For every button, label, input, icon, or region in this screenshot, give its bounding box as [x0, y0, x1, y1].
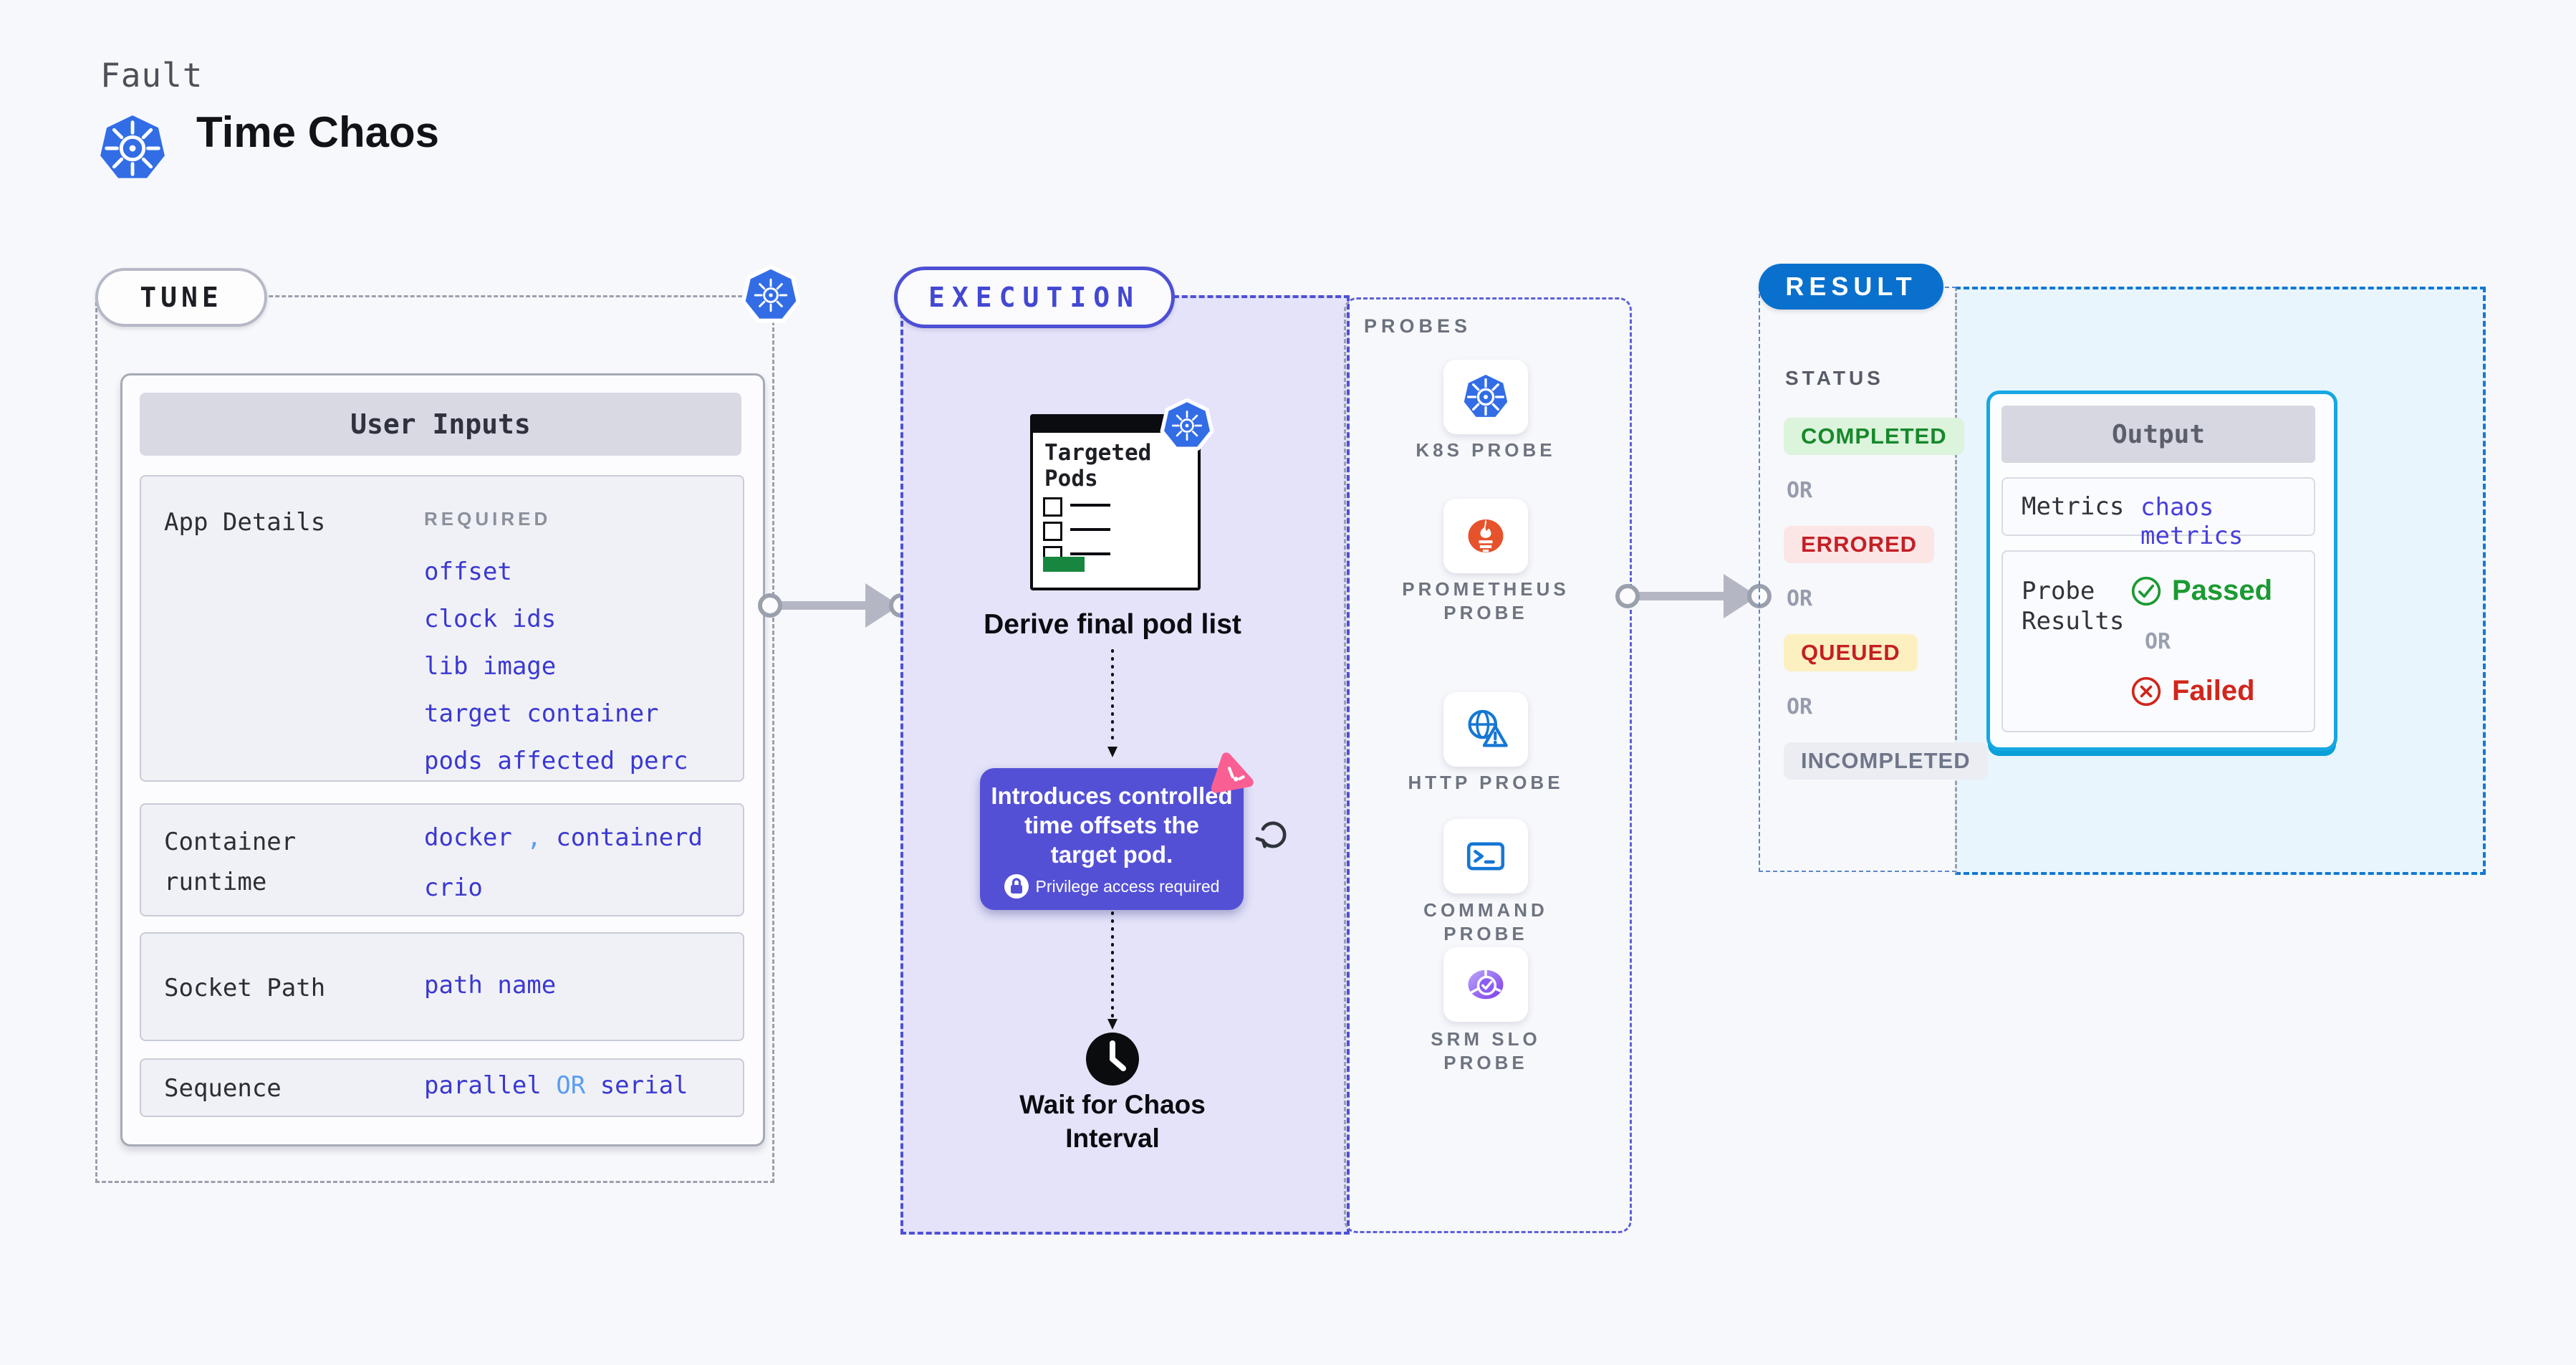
- kubernetes-icon: [741, 265, 801, 325]
- targeted-pods-title: Targeted Pods: [1044, 440, 1152, 492]
- link-serial[interactable]: serial: [600, 1071, 688, 1100]
- check-circle-icon: [2131, 576, 2161, 605]
- probe-http: [1443, 692, 1528, 767]
- litmus-chaos-icon: [1211, 752, 1254, 793]
- metrics-row: Metrics chaos metrics: [2001, 477, 2315, 550]
- link-offset[interactable]: offset: [424, 557, 512, 586]
- output-title: Output: [2001, 406, 2315, 463]
- socket-path-label: Socket Path: [164, 974, 326, 1002]
- clock-icon: [1086, 1033, 1139, 1086]
- probes-panel: [1344, 297, 1632, 1233]
- globe-warning-icon: [1468, 709, 1508, 747]
- flow-connector: [1107, 911, 1118, 1030]
- or-separator: OR: [1787, 478, 1813, 503]
- progress-bar: [1043, 557, 1085, 572]
- socket-path-row: Socket Path path name: [140, 932, 744, 1041]
- pod-line: [1070, 504, 1110, 507]
- tooltip-line: target pod.: [1050, 841, 1173, 868]
- fault-eyebrow: Fault: [100, 56, 203, 95]
- link-docker[interactable]: docker: [424, 823, 512, 852]
- kubernetes-icon: [1160, 398, 1214, 453]
- tune-to-execution-arrow: [758, 583, 913, 628]
- link-containerd[interactable]: containerd: [556, 823, 703, 852]
- passed-label: Passed: [2172, 575, 2273, 606]
- container-runtime-row: Container runtime docker , containerd cr…: [140, 803, 744, 916]
- tooltip-line: time offsets the: [1024, 812, 1199, 838]
- prometheus-icon: [1468, 519, 1504, 553]
- comma-separator: ,: [527, 823, 542, 852]
- probes-title: PROBES: [1364, 315, 1472, 337]
- status-badge-queued: QUEUED: [1784, 634, 1918, 671]
- sequence-row: Sequence parallel OR serial: [140, 1058, 744, 1117]
- output-panel: Output Metrics chaos metrics Probe Resul…: [1986, 391, 2337, 751]
- required-tag: REQUIRED: [424, 508, 552, 530]
- probe-results-row: Probe Results Passed OR Failed: [2001, 550, 2315, 732]
- status-list: COMPLETED OR ERRORED OR QUEUED OR INCOMP…: [1784, 418, 1988, 780]
- refresh-icon: [1255, 821, 1287, 848]
- derive-caption: Derive final pod list: [984, 609, 1241, 640]
- result-pill: RESULT: [1759, 264, 1943, 310]
- user-inputs-card: User Inputs App Details REQUIRED offset …: [120, 373, 765, 1146]
- status-badge-errored: ERRORED: [1784, 526, 1935, 563]
- or-separator: OR: [1787, 586, 1813, 611]
- kubernetes-icon: [1463, 373, 1509, 418]
- probe-label: PROMETHEUS PROBE: [1402, 578, 1570, 623]
- tune-section: [95, 295, 774, 1183]
- terminal-icon: [1466, 842, 1505, 871]
- lock-icon: [1004, 874, 1029, 899]
- chaos-metrics-link[interactable]: chaos metrics: [2140, 493, 2244, 550]
- probe-label: SRM SLO PROBE: [1431, 1028, 1541, 1073]
- link-crio[interactable]: crio: [424, 873, 483, 902]
- or-separator: OR: [2145, 629, 2171, 654]
- sequence-label: Sequence: [164, 1074, 282, 1103]
- link-target-container[interactable]: target container: [424, 699, 659, 728]
- container-runtime-label: Container runtime: [164, 828, 297, 896]
- pod-line: [1070, 552, 1110, 555]
- link-parallel[interactable]: parallel: [424, 1071, 542, 1100]
- x-circle-icon: [2131, 676, 2161, 706]
- app-details-row: App Details REQUIRED offset clock ids li…: [140, 475, 744, 782]
- kubernetes-icon: [97, 113, 168, 183]
- tune-pill: TUNE: [95, 268, 267, 327]
- slo-pie-icon: [1468, 968, 1504, 1000]
- user-inputs-title: User Inputs: [140, 393, 741, 456]
- pod-line: [1070, 528, 1110, 531]
- probe-command: [1443, 819, 1528, 894]
- probe-label: K8S PROBE: [1416, 439, 1556, 461]
- or-separator: OR: [1787, 694, 1813, 719]
- page-title: Time Chaos: [196, 108, 439, 156]
- probe-results-label: Probe Results: [2022, 577, 2125, 636]
- link-pods-affected-perc[interactable]: pods affected perc: [424, 747, 688, 775]
- sequence-or: OR: [556, 1071, 586, 1100]
- metrics-label: Metrics: [2022, 492, 2125, 521]
- probe-label: HTTP PROBE: [1408, 772, 1564, 793]
- status-badge-incompleted: INCOMPLETED: [1784, 742, 1988, 780]
- chaos-tooltip: Introduces controlled time offsets the t…: [980, 768, 1244, 910]
- probe-prometheus: [1443, 499, 1528, 573]
- wait-caption: Wait for Chaos Interval: [1019, 1090, 1206, 1153]
- tooltip-line: Introduces controlled: [991, 782, 1233, 809]
- execution-to-result-arrow: [1615, 574, 1772, 618]
- link-lib-image[interactable]: lib image: [424, 652, 557, 681]
- execution-pill: EXECUTION: [894, 267, 1175, 328]
- probe-srm-slo: [1443, 947, 1528, 1022]
- status-badge-completed: COMPLETED: [1784, 418, 1964, 455]
- app-details-label: App Details: [164, 508, 326, 537]
- link-clock-ids[interactable]: clock ids: [424, 605, 557, 633]
- privilege-note: Privilege access required: [1035, 876, 1220, 896]
- flow-connector: [1107, 649, 1118, 757]
- probe-k8s: [1443, 360, 1528, 434]
- probe-label: COMMAND PROBE: [1423, 899, 1548, 944]
- status-title: STATUS: [1785, 367, 1884, 389]
- pod-checkbox: [1043, 522, 1062, 541]
- pod-checkbox: [1043, 497, 1062, 517]
- link-path-name[interactable]: path name: [424, 971, 557, 1000]
- failed-label: Failed: [2172, 675, 2255, 707]
